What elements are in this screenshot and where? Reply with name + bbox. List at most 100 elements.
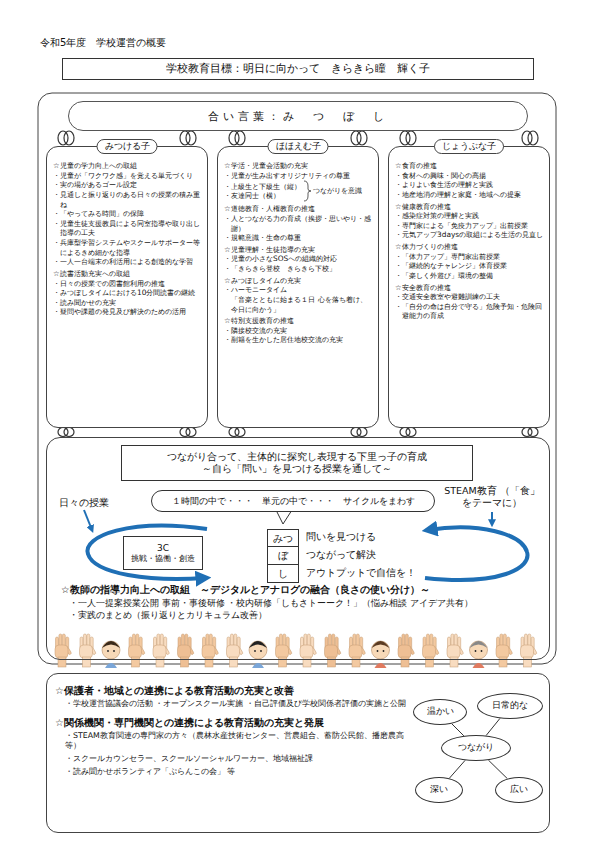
list-item: ・食材への興味・関心の高揚 bbox=[395, 171, 544, 181]
hand-icon bbox=[423, 634, 440, 667]
cycle-step-label: 問いを見つける bbox=[306, 528, 376, 546]
column-body: ☆食育の推進・食材への興味・関心の高揚・よりよい食生活の理解と実践・地産地消の理… bbox=[395, 159, 544, 321]
link-line bbox=[449, 760, 465, 778]
box-text: １時間の中で・・・ 単元の中で・・・ サイクルをまわす bbox=[172, 495, 415, 508]
input-arrow bbox=[84, 510, 92, 530]
chain-ring bbox=[180, 131, 196, 145]
link-line bbox=[452, 724, 464, 736]
list-item: ・みつぼしタイムにおける10分間読書の継続 bbox=[53, 288, 202, 298]
keyword: つながり bbox=[458, 742, 494, 754]
goal-box: 学校教育目標：明日に向かって きらきら瞳 輝く子 bbox=[62, 58, 534, 80]
hand-icon bbox=[80, 634, 97, 667]
box-text: 学校教育目標：明日に向かって きらきら瞳 輝く子 bbox=[166, 62, 430, 76]
section-heading: ☆関係機関・専門機関との連携による教育活動の充実と発展 bbox=[55, 716, 407, 729]
list-item: ・友達同士（横） bbox=[224, 191, 301, 201]
section-heading: ☆保護者・地域との連携による教育活動の充実と改善 bbox=[55, 684, 407, 697]
list-item: ・読み聞かせの充実 bbox=[53, 298, 202, 308]
bracket-items: ・上級生と下級生（縦）・友達同士（横） bbox=[224, 182, 301, 201]
input-label: 日々の授業 bbox=[59, 496, 109, 510]
hand-icon bbox=[521, 634, 538, 667]
keyword: 広い bbox=[510, 784, 528, 796]
section-heading: ☆みつぼしタイムの充実 bbox=[224, 276, 373, 286]
list-item: ・規範意識・生命の尊重 bbox=[224, 233, 373, 243]
list-item: ・日々の授業での図書館利用の推進 bbox=[53, 279, 202, 289]
input-arrow bbox=[491, 512, 493, 524]
mitsuboshi-char: みつ bbox=[268, 530, 298, 547]
teacher-section: ☆教師の指導力向上への取組 ～デジタルとアナログの融合（良さの使い分け）～・一人… bbox=[61, 583, 541, 622]
column-heading: みつける子 bbox=[97, 139, 158, 154]
box-heading: 3C bbox=[157, 542, 169, 554]
list-item: ・専門家による「免疫力アップ」出前授業 bbox=[395, 221, 544, 231]
list-item: ・実践のまとめ（振り返りとカリキュラム改善） bbox=[61, 609, 541, 621]
keyword-ellipse: つながり bbox=[441, 735, 511, 761]
keyword-ellipse: 日常的な bbox=[477, 693, 543, 719]
list-item: ・児童が生み出すオリジナリティの尊重 bbox=[224, 171, 373, 181]
hand-icon bbox=[276, 634, 293, 667]
chain-ring bbox=[400, 131, 416, 145]
chain-ring bbox=[58, 131, 74, 145]
cycle-step-label: つながって解決 bbox=[306, 546, 376, 564]
section-heading: ☆学活・児童会活動の充実 bbox=[224, 161, 373, 171]
list-item: ・人とつながる力の育成（挨拶・思いやり・感謝） bbox=[224, 214, 373, 233]
brace bbox=[303, 180, 311, 202]
chain-ring bbox=[229, 131, 245, 145]
theme-box: つながり合って、主体的に探究し表現する下里っ子の育成～自ら「問い」を見つける授業… bbox=[121, 445, 473, 481]
list-item: ・「体力アップ」専門家出前授業 bbox=[395, 252, 544, 262]
chain-ring bbox=[351, 428, 367, 437]
hand-icon bbox=[398, 634, 415, 667]
mitsuboshi-char: ぼ bbox=[268, 547, 298, 564]
partnership-text: ☆保護者・地域との連携による教育活動の充実と改善・学校運営協議会の活動 ・オープ… bbox=[55, 682, 407, 777]
list-item: ・実の場があるゴール設定 bbox=[53, 180, 202, 190]
pillar-column: じょうぶな子☆食育の推進・食材への興味・関心の高揚・よりよい食生活の理解と実践・… bbox=[388, 146, 550, 428]
section-heading: ☆安全教育の推進 bbox=[395, 283, 544, 293]
list-item: 「音楽とともに始まる１日 心を落ち着け、今日に向かう」 bbox=[224, 295, 373, 314]
bracket-group: ・上級生と下級生（縦）・友達同士（横） つながりを意識 bbox=[224, 180, 373, 202]
keyword: 温かい bbox=[427, 706, 454, 718]
chain-ring bbox=[58, 428, 74, 437]
hand-icon bbox=[202, 634, 219, 667]
column-heading: じょうぶな子 bbox=[434, 139, 504, 154]
pillar-column: みつける子☆児童の学力向上への取組・児童が「ワクワク感」を覚える単元づくり・実の… bbox=[46, 146, 208, 428]
column-body: ☆児童の学力向上への取組・児童が「ワクワク感」を覚える単元づくり・実の場があるゴ… bbox=[53, 159, 202, 317]
list-item: ・児童が「ワクワク感」を覚える単元づくり bbox=[53, 171, 202, 181]
chain-ring bbox=[229, 428, 245, 437]
input-label: STEAM教育 （「食」をテーマに） bbox=[439, 485, 545, 509]
list-item: ・学校運営協議会の活動 ・オープンスクール実施 ・自己評価及び学校関係者評価の実… bbox=[55, 699, 407, 710]
speech-bubble: １時間の中で・・・ 単元の中で・・・ サイクルをまわす bbox=[151, 490, 435, 512]
box-subtext: ～自ら「問い」を見つける授業を通して～ bbox=[202, 463, 392, 476]
section-heading: ☆特別支援教育の推進 bbox=[224, 316, 373, 326]
hand-icon bbox=[227, 634, 244, 667]
box-heading: つながり合って、主体的に探究し表現する下里っ子の育成 bbox=[167, 450, 427, 464]
cycle-arrow bbox=[425, 527, 528, 579]
section-heading: ☆体力づくりの推進 bbox=[395, 242, 544, 252]
list-item: ・一人一台端末の利活用による創造的な学習 bbox=[53, 257, 202, 267]
list-item: ・ハーモニータイム bbox=[224, 285, 373, 295]
list-item: ・感染症対策の理解と実践 bbox=[395, 211, 544, 221]
list-item: ・「自分の命は自分で守る」危険予知・危険回避能力の育成 bbox=[395, 302, 544, 321]
face-icon bbox=[372, 641, 390, 668]
mitsuboshi-char: し bbox=[268, 565, 298, 582]
section-heading: ☆教師の指導力向上への取組 ～デジタルとアナログの融合（良さの使い分け）～ bbox=[61, 583, 541, 597]
list-item: ・兵庫型学習システムやスクールサポーター等によるきめ細かな指導 bbox=[53, 238, 202, 257]
list-item: ・児童の小さなSOSへの組織的対応 bbox=[224, 254, 373, 264]
face-icon bbox=[249, 641, 267, 668]
mitsuboshi-box: みつぼし bbox=[267, 529, 299, 583]
keyword-ellipse: 温かい bbox=[413, 699, 467, 725]
list-item: ・疑問や課題の発見及び解決のための活用 bbox=[53, 307, 202, 317]
box-subtext: 挑戦・協働・創造 bbox=[131, 554, 195, 564]
list-item: ・「きらきら登校 きらきら下校」 bbox=[224, 264, 373, 274]
keyword: 日常的な bbox=[492, 700, 528, 712]
chain-ring bbox=[522, 428, 538, 437]
hand-icon bbox=[153, 634, 170, 667]
list-item: ・「継続的なチャレンジ」体育授業 bbox=[395, 261, 544, 271]
keyword-ellipse: 深い bbox=[415, 777, 463, 803]
chain-ring bbox=[522, 131, 538, 145]
bracket-note: つながりを意識 bbox=[313, 186, 362, 196]
hand-icon bbox=[129, 634, 146, 667]
brace-path bbox=[304, 181, 311, 201]
chain-ring bbox=[400, 428, 416, 437]
list-item: ・上級生と下級生（縦） bbox=[224, 182, 301, 192]
section-heading: ☆児童理解・生徒指導の充実 bbox=[224, 245, 373, 255]
face-icon bbox=[102, 641, 120, 668]
